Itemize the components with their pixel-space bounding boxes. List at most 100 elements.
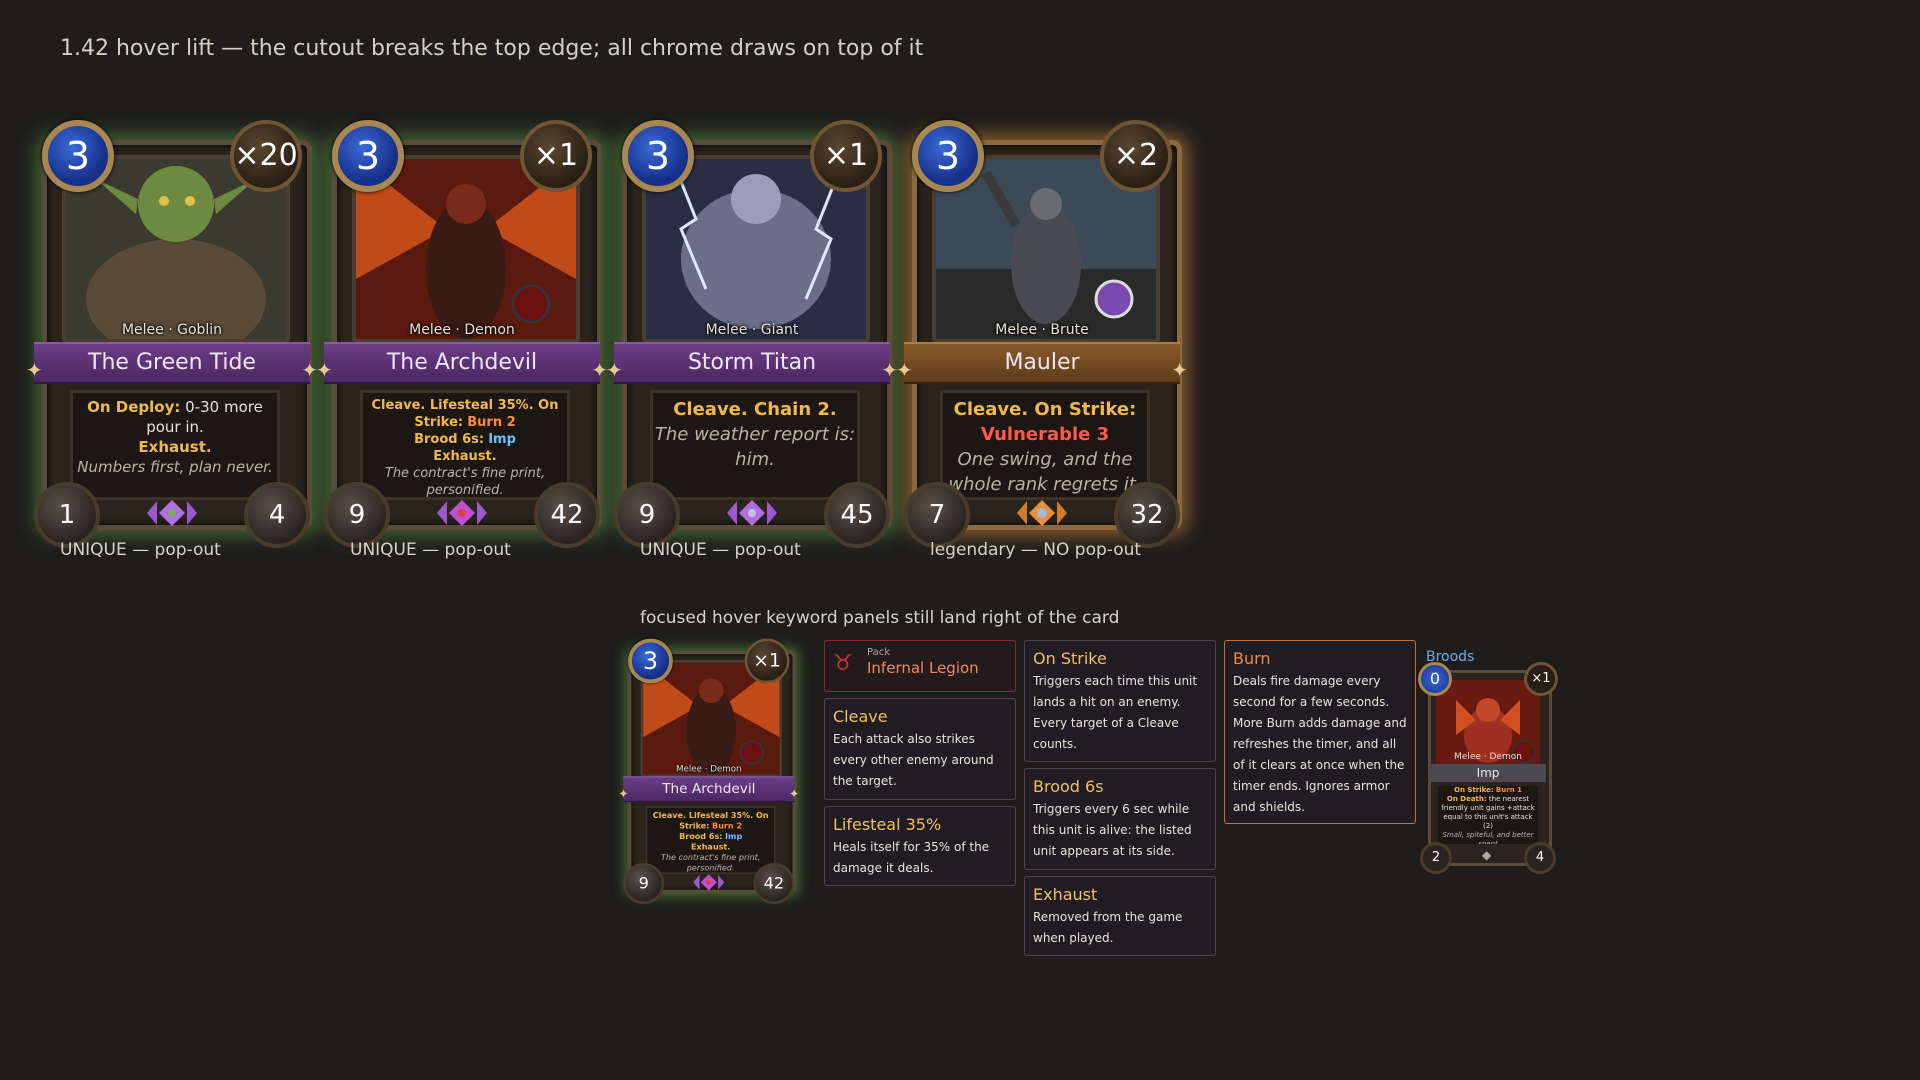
keyword-burn: Burn 2 [712, 821, 743, 831]
brood-card-imp[interactable]: 0 ×1 Melee · Demon Imp On Strike: Burn 1… [1418, 662, 1558, 874]
rarity-gem-icon [437, 500, 487, 526]
broods-label: Broods [1426, 649, 1475, 665]
keyword-panel-cleave: Cleave Each attack also strikes every ot… [824, 698, 1016, 800]
keyword-burn: Burn 1 [1495, 786, 1522, 794]
card-name: The Archdevil [386, 350, 538, 375]
copy-count-badge: ×1 [520, 120, 592, 192]
card-text: Cleave. On Strike: Vulnerable 3 One swin… [940, 390, 1150, 500]
card-the-green-tide[interactable]: 3 ×20 Melee · Goblin ✦The Green Tide✦ On… [26, 90, 318, 548]
star-icon: ✦ [606, 358, 623, 382]
keyword-exhaust: Exhaust. [433, 449, 497, 464]
card-art-goblin [62, 155, 290, 343]
card-art-brute [932, 155, 1160, 343]
card-name: The Archdevil [662, 781, 756, 797]
keyword-title: Burn [1233, 649, 1271, 668]
card-name-banner: ✦The Archdevil✦ [618, 776, 799, 803]
card-caption: legendary — NO pop-out [930, 540, 1142, 560]
demon-pack-icon: ♉ [833, 651, 853, 676]
card-caption: UNIQUE — pop-out [350, 540, 511, 560]
rarity-gem-icon [1017, 500, 1067, 526]
card-tribe: Melee · Demon [1454, 752, 1522, 762]
card-storm-titan[interactable]: 3 ×1 Melee · Giant ✦Storm Titan✦ Cleave.… [606, 90, 898, 548]
card-tribe: Melee · Demon [676, 763, 742, 774]
copy-count-badge: ×1 [810, 120, 882, 192]
keyword-title: Exhaust [1033, 885, 1098, 904]
flavor-text: The contract's fine print, personified. [384, 466, 546, 498]
keyword-title: On Strike [1033, 649, 1107, 668]
card-text: On Deploy: 0-30 more pour in. Exhaust. N… [70, 390, 280, 500]
keyword-panel-on-strike: On Strike Triggers each time this unit l… [1024, 640, 1216, 762]
star-icon: ✦ [788, 786, 800, 802]
keyword-panel-brood: Brood 6s Triggers every 6 sec while this… [1024, 768, 1216, 870]
card-name-banner: ✦ The Archdevil ✦ [316, 342, 608, 384]
keyword-on-death: On Death: [1446, 795, 1487, 803]
star-icon: ✦ [1171, 358, 1188, 382]
star-icon: ✦ [316, 358, 333, 382]
attack-badge: 7 [904, 482, 970, 548]
flavor-text: Numbers first, plan never. [77, 458, 273, 476]
health-badge: 42 [534, 482, 600, 548]
keyword-panel-exhaust: Exhaust Removed from the game when playe… [1024, 876, 1216, 956]
keyword-body: Triggers each time this unit lands a hit… [1033, 674, 1198, 751]
card-caption: UNIQUE — pop-out [640, 540, 801, 560]
flavor-text: One swing, and the whole rank regrets it… [948, 449, 1142, 495]
focus-caption: focused hover keyword panels still land … [640, 608, 1120, 628]
keyword-imp: Imp [488, 432, 516, 447]
flavor-text: Small, spiteful, and better spent [1442, 831, 1534, 844]
copy-count-badge: ×20 [230, 120, 302, 192]
card-mauler[interactable]: 3 ×2 Melee · Brute ✦Mauler✦ Cleave. On S… [896, 90, 1188, 548]
keyword-title: Brood 6s [1033, 777, 1104, 796]
attack-badge: 2 [1420, 842, 1452, 874]
card-tribe: Melee · Demon [409, 322, 515, 338]
card-tribe: Melee · Goblin [121, 322, 223, 338]
mana-cost-badge: 3 [42, 120, 114, 192]
card-name: Mauler [1004, 350, 1080, 375]
card-tribe: Melee · Brute [995, 322, 1089, 338]
pack-panel: ♉ Pack Infernal Legion [824, 640, 1016, 692]
copy-count-badge: ×1 [1524, 662, 1558, 696]
health-badge: 45 [824, 482, 890, 548]
mana-cost-badge: 3 [628, 638, 673, 684]
keyword-on-strike: On Strike: [1454, 786, 1494, 794]
keyword-body: Triggers every 6 sec while this unit is … [1033, 802, 1192, 858]
attack-badge: 1 [34, 482, 100, 548]
card-text-line: the nearest friendly unit gains +attack … [1441, 795, 1535, 830]
rarity-gem-icon [693, 874, 725, 891]
pack-name: Infernal Legion [867, 659, 979, 677]
mana-cost-badge: 3 [912, 120, 984, 192]
keyword-cleave-lifesteal: Cleave. Lifesteal 35%. On [652, 810, 769, 821]
card-text-line: 0-30 more pour in. [146, 398, 263, 436]
star-icon: ✦ [301, 358, 318, 382]
keyword-brood: Brood 6s: [414, 432, 485, 447]
star-icon: ✦ [881, 358, 898, 382]
card-the-archdevil[interactable]: 3 ×1 Melee · Demon ✦The Archdevil✦ Cleav… [316, 90, 608, 548]
card-name: Imp [1430, 764, 1546, 782]
card-text: Cleave. Chain 2. The weather report is: … [650, 390, 860, 500]
keyword-body: Each attack also strikes every other ene… [833, 732, 994, 788]
rarity-diamond-icon: ◆ [1482, 848, 1492, 862]
attack-badge: 9 [623, 863, 665, 904]
attack-badge: 9 [614, 482, 680, 548]
card-name: Storm Titan [687, 350, 817, 375]
keyword-panel-burn: Burn Deals fire damage every second for … [1224, 640, 1416, 824]
focused-card-the-archdevil[interactable]: 3 ×1 Melee · Demon ✦The Archdevil✦ Cleav… [618, 620, 799, 904]
rarity-gem-icon [147, 500, 197, 526]
health-badge: 42 [753, 863, 795, 904]
keyword-vulnerable: Vulnerable 3 [980, 424, 1110, 445]
star-icon: ✦ [591, 358, 608, 382]
keyword-title: Lifesteal 35% [833, 815, 942, 834]
card-name-banner: ✦Mauler✦ [896, 342, 1188, 384]
pack-sublabel: Pack [867, 647, 890, 658]
card-art-giant [642, 155, 870, 343]
card-art-imp [1436, 680, 1540, 766]
flavor-text: The weather report is: him. [654, 424, 856, 470]
keyword-on-deploy: On Deploy: [87, 398, 181, 416]
mana-cost-badge: 3 [622, 120, 694, 192]
attack-badge: 9 [324, 482, 390, 548]
keyword-imp: Imp [725, 832, 743, 842]
card-art-demon [352, 155, 580, 343]
page-heading: 1.42 hover lift — the cutout breaks the … [60, 36, 924, 61]
card-art-demon [640, 660, 782, 777]
keyword-brood: Brood 6s: [679, 832, 723, 842]
card-name-banner: ✦The Green Tide✦ [26, 342, 318, 384]
